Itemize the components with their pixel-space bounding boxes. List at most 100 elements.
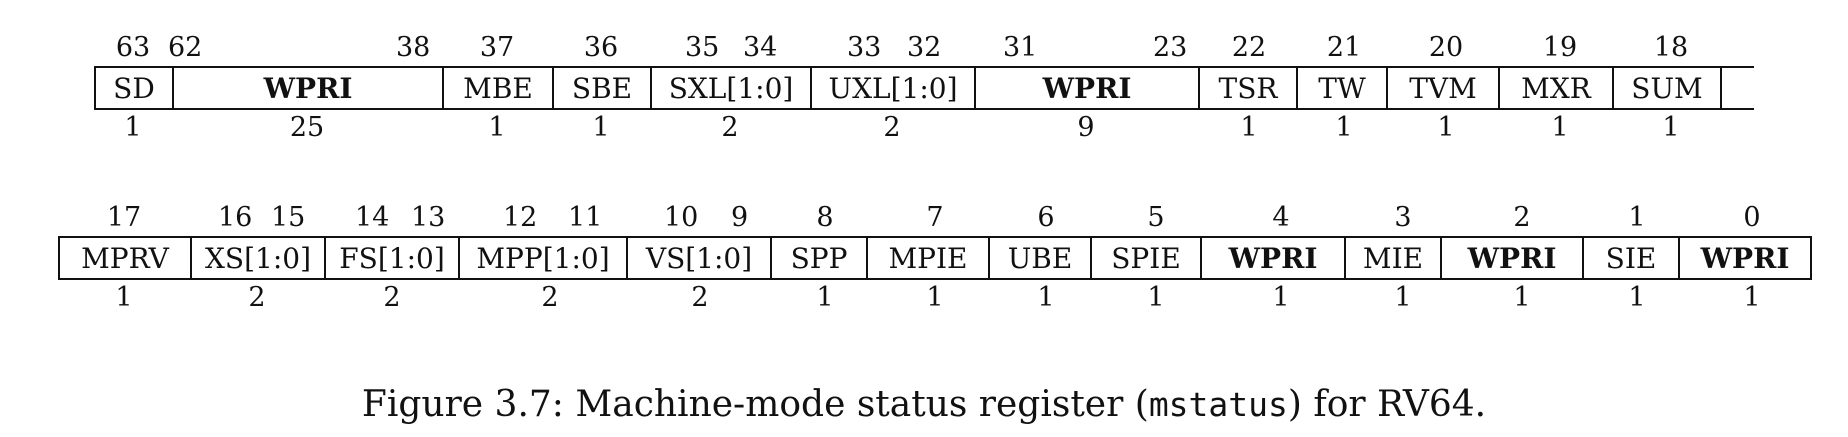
- field-label: UXL[1:0]: [828, 71, 958, 105]
- bit-number: 32: [907, 32, 942, 63]
- field-width: 1: [1513, 282, 1531, 313]
- field-mie: MIE: [1344, 238, 1440, 278]
- field-width: 2: [883, 112, 901, 143]
- field-widths-row-2: 1 2 2 2 2 1 1 1 1 1 1 1 1 1: [0, 280, 1848, 316]
- field-wpri: WPRI: [1678, 238, 1812, 278]
- field-label: SPP: [790, 241, 848, 275]
- bit-number: 2: [1513, 202, 1531, 233]
- bit-number: 22: [1231, 32, 1267, 63]
- bit-numbers-row-1: 63 62 38 37 36 35 34 33 32 31 23 22 21 2…: [0, 30, 1848, 66]
- field-width: 1: [1394, 282, 1412, 313]
- caption-prefix: Figure 3.7: Machine-mode status register…: [361, 384, 1149, 425]
- bit-number: 20: [1428, 32, 1464, 63]
- field-wpri: WPRI: [1200, 238, 1344, 278]
- field-label: TSR: [1218, 71, 1278, 105]
- field-width: 1: [1335, 112, 1353, 143]
- register-fields-row-2: MPRV XS[1:0] FS[1:0] MPP[1:0] VS[1:0] SP…: [58, 236, 1812, 280]
- field-mpie: MPIE: [866, 238, 988, 278]
- field-uxl: UXL[1:0]: [810, 68, 974, 108]
- bit-number: 34: [743, 32, 778, 63]
- field-width: 9: [1077, 112, 1095, 143]
- field-width: 1: [1743, 282, 1761, 313]
- field-label: XS[1:0]: [204, 241, 312, 275]
- field-label: MBE: [463, 71, 533, 105]
- bit-number: 63: [115, 32, 151, 63]
- field-width: 1: [1551, 112, 1569, 143]
- bit-number: 17: [106, 202, 142, 233]
- field-label: TW: [1318, 71, 1366, 105]
- bit-number: 38: [396, 32, 431, 63]
- field-width: 1: [1272, 282, 1290, 313]
- field-width: 1: [488, 112, 506, 143]
- field-sie: SIE: [1582, 238, 1678, 278]
- figure-caption: Figure 3.7: Machine-mode status register…: [0, 383, 1848, 427]
- field-wpri: WPRI: [1440, 238, 1582, 278]
- bit-number: 33: [847, 32, 882, 63]
- caption-suffix: ) for RV64.: [1287, 384, 1487, 425]
- bit-number: 23: [1153, 32, 1188, 63]
- field-width: 2: [383, 282, 401, 313]
- field-sxl: SXL[1:0]: [650, 68, 810, 108]
- field-label: SPIE: [1111, 241, 1181, 275]
- field-vs: VS[1:0]: [626, 238, 770, 278]
- field-tw: TW: [1296, 68, 1386, 108]
- bit-number: 16: [218, 202, 253, 233]
- bit-number: 19: [1542, 32, 1578, 63]
- field-label: SBE: [571, 71, 633, 105]
- caption-code: mstatus: [1148, 385, 1288, 424]
- bit-number: 18: [1653, 32, 1689, 63]
- field-width: 1: [1240, 112, 1258, 143]
- bit-number: 37: [479, 32, 515, 63]
- field-width: 1: [1662, 112, 1680, 143]
- field-label: SIE: [1605, 241, 1657, 275]
- field-sum: SUM: [1612, 68, 1722, 108]
- register-row-2: 17 16 15 14 13 12 11 10 9 8 7 6 5 4 3 2 …: [0, 200, 1848, 316]
- field-label: WPRI: [1700, 241, 1790, 275]
- field-width: 2: [541, 282, 559, 313]
- bit-number: 1: [1628, 202, 1646, 233]
- field-mprv: MPRV: [58, 238, 190, 278]
- field-label: MXR: [1521, 71, 1591, 105]
- field-width: 2: [721, 112, 739, 143]
- bit-number: 5: [1147, 202, 1165, 233]
- field-label: MPP[1:0]: [476, 241, 610, 275]
- bit-number: 21: [1326, 32, 1362, 63]
- field-width: 1: [1147, 282, 1165, 313]
- field-label: WPRI: [1228, 241, 1318, 275]
- field-width: 1: [1037, 282, 1055, 313]
- field-label: WPRI: [1467, 241, 1557, 275]
- field-label: MPRV: [81, 241, 169, 275]
- bit-number: 8: [816, 202, 834, 233]
- field-label: SXL[1:0]: [668, 71, 794, 105]
- bit-number: 3: [1394, 202, 1412, 233]
- field-label: UBE: [1007, 241, 1073, 275]
- field-label: SD: [113, 71, 155, 105]
- bit-numbers-row-2: 17 16 15 14 13 12 11 10 9 8 7 6 5 4 3 2 …: [0, 200, 1848, 236]
- field-widths-row-1: 1 25 1 1 2 2 9 1 1 1 1 1: [0, 110, 1848, 146]
- field-width: 25: [289, 112, 325, 143]
- field-label: WPRI: [263, 71, 353, 105]
- field-wpri: WPRI: [172, 68, 442, 108]
- field-width: 2: [691, 282, 709, 313]
- field-label: WPRI: [1042, 71, 1132, 105]
- field-width: 1: [1437, 112, 1455, 143]
- field-sbe: SBE: [552, 68, 650, 108]
- field-tsr: TSR: [1198, 68, 1296, 108]
- field-label: MIE: [1362, 241, 1424, 275]
- bit-number: 0: [1743, 202, 1761, 233]
- bit-number: 35: [685, 32, 720, 63]
- field-width: 1: [816, 282, 834, 313]
- bit-number: 62: [168, 32, 203, 63]
- field-width: 1: [1628, 282, 1646, 313]
- field-label: TVM: [1409, 71, 1477, 105]
- field-ube: UBE: [988, 238, 1090, 278]
- field-mpp: MPP[1:0]: [458, 238, 626, 278]
- bit-number: 36: [583, 32, 619, 63]
- field-label: MPIE: [888, 241, 968, 275]
- field-label: VS[1:0]: [645, 241, 753, 275]
- bit-number: 14: [355, 202, 390, 233]
- field-mxr: MXR: [1498, 68, 1612, 108]
- bit-number: 10: [664, 202, 699, 233]
- field-width: 2: [248, 282, 266, 313]
- field-width: 1: [124, 112, 142, 143]
